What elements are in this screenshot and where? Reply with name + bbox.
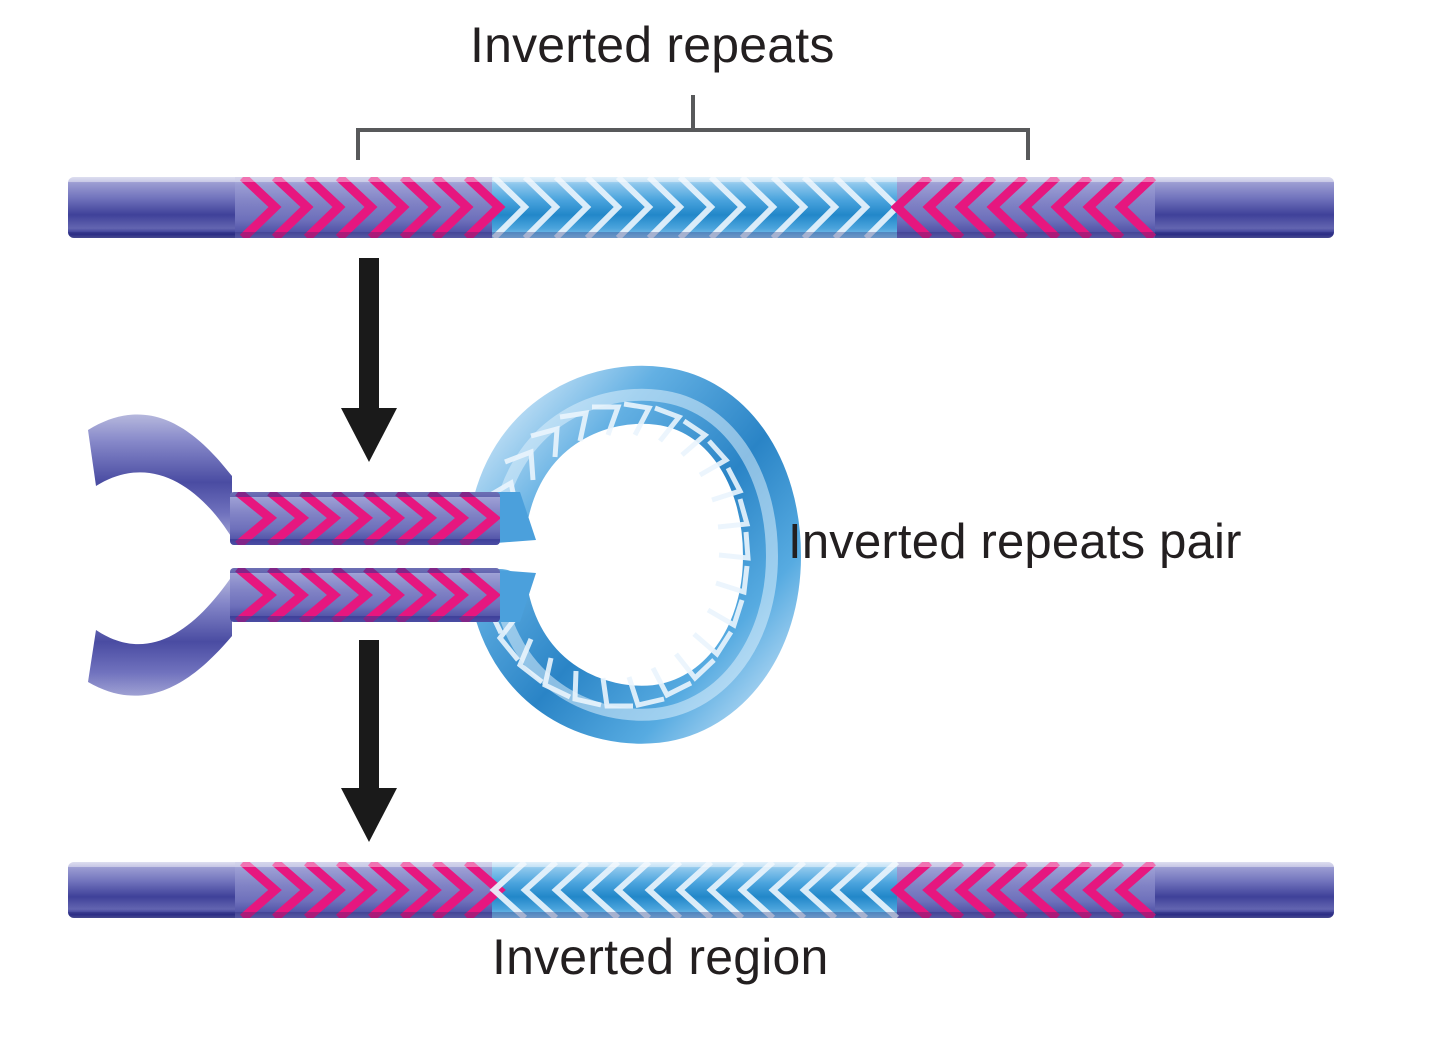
core-chevrons-top bbox=[491, 177, 902, 238]
repeat-chevrons-left bbox=[239, 177, 506, 238]
repeat-chevrons-left-bottom bbox=[240, 862, 506, 918]
repeat-chevrons-right-bottom bbox=[890, 862, 1156, 918]
paired-arm-lower bbox=[230, 568, 500, 622]
label-inverted-repeats-pair: Inverted repeats pair bbox=[788, 515, 1242, 569]
paired-arm-upper bbox=[230, 492, 500, 545]
core-chevrons-bottom-inverted bbox=[489, 862, 900, 918]
dna-strand-bottom bbox=[68, 862, 1334, 918]
tail-upper bbox=[88, 414, 232, 538]
label-inverted-region: Inverted region bbox=[492, 929, 829, 985]
tail-lower bbox=[88, 576, 232, 696]
hairpin-loop-structure bbox=[88, 365, 802, 744]
process-arrow-1 bbox=[341, 258, 397, 462]
repeat-chevrons-right bbox=[890, 177, 1157, 238]
inverted-repeats-bracket bbox=[356, 95, 1030, 160]
label-inverted-repeats: Inverted repeats bbox=[470, 17, 835, 73]
core-region-loop bbox=[471, 365, 802, 744]
dna-strand-top bbox=[68, 177, 1334, 238]
process-arrow-2 bbox=[341, 640, 397, 842]
